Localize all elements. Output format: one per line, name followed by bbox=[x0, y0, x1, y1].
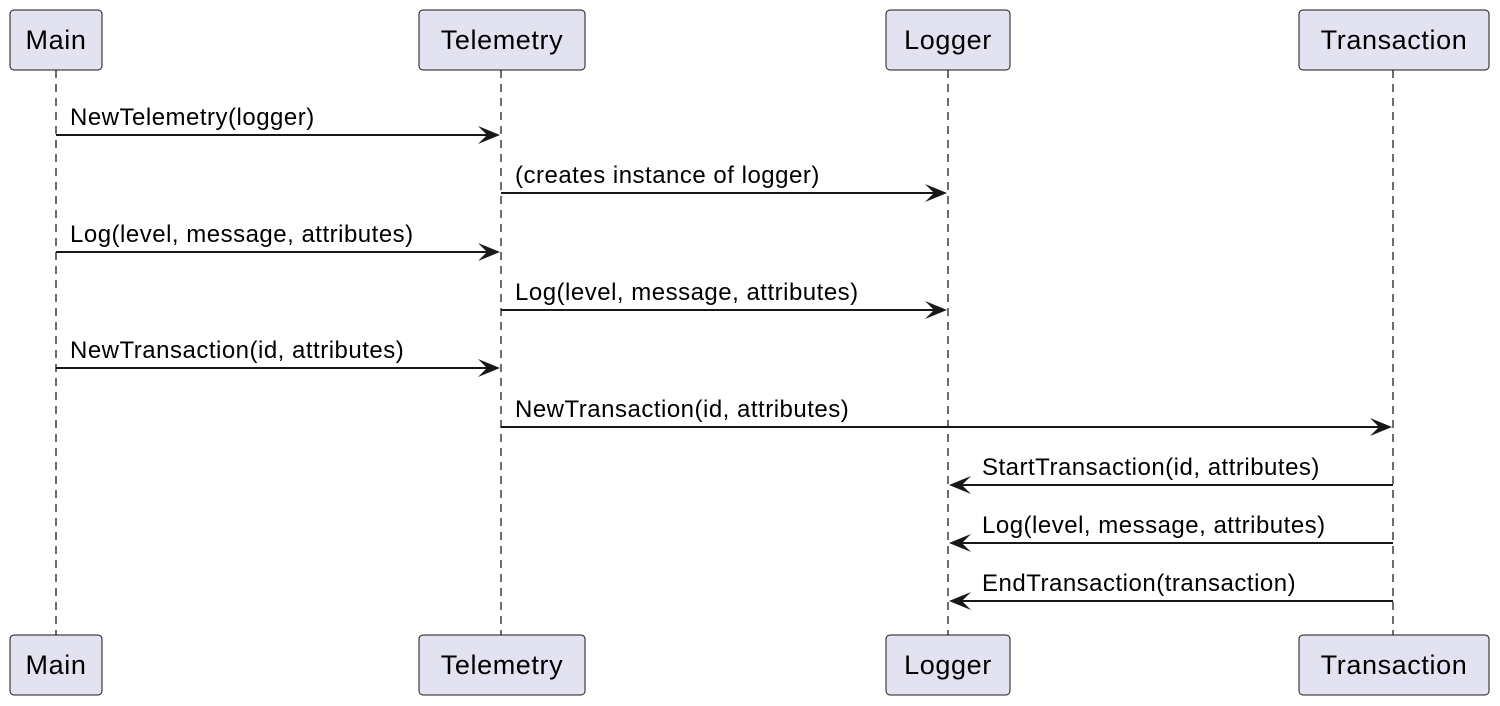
messages: NewTelemetry(logger) (creates instance of… bbox=[56, 104, 1393, 610]
participant-box bbox=[885, 9, 1011, 71]
participant-logger-bottom: Logger bbox=[885, 634, 1011, 696]
participant-main-top: Main bbox=[9, 9, 103, 71]
participant-box bbox=[418, 634, 586, 696]
participant-label: Transaction bbox=[1321, 25, 1468, 55]
message-label: (creates instance of logger) bbox=[515, 162, 820, 189]
arrowhead-icon bbox=[925, 301, 947, 319]
message-6: NewTransaction(id, attributes) bbox=[501, 396, 1392, 436]
message-label: Log(level, message, attributes) bbox=[515, 279, 859, 306]
message-2: (creates instance of logger) bbox=[501, 162, 947, 202]
participant-transaction-bottom: Transaction bbox=[1298, 634, 1490, 696]
participant-box bbox=[418, 9, 586, 71]
message-8: Log(level, message, attributes) bbox=[949, 512, 1393, 552]
message-label: Log(level, message, attributes) bbox=[70, 221, 414, 248]
arrowhead-icon bbox=[925, 184, 947, 202]
lifelines bbox=[55, 70, 1394, 635]
participant-box bbox=[9, 9, 103, 71]
message-9: EndTransaction(transaction) bbox=[949, 570, 1393, 610]
arrowhead-icon bbox=[949, 534, 971, 552]
participant-label: Transaction bbox=[1321, 650, 1468, 680]
message-label: Log(level, message, attributes) bbox=[982, 512, 1326, 539]
participant-label: Logger bbox=[904, 650, 992, 680]
message-label: NewTransaction(id, attributes) bbox=[70, 337, 404, 364]
participant-label: Telemetry bbox=[441, 25, 563, 55]
arrowhead-icon bbox=[478, 126, 500, 144]
participant-label: Logger bbox=[904, 25, 992, 55]
arrowhead-icon bbox=[478, 243, 500, 261]
message-5: NewTransaction(id, attributes) bbox=[56, 337, 500, 377]
arrowhead-icon bbox=[949, 592, 971, 610]
message-7: StartTransaction(id, attributes) bbox=[949, 454, 1393, 494]
participant-logger-top: Logger bbox=[885, 9, 1011, 71]
message-label: NewTransaction(id, attributes) bbox=[515, 396, 849, 423]
arrowhead-icon bbox=[478, 359, 500, 377]
participants-top: Main Telemetry Logger Transaction bbox=[9, 9, 1490, 71]
participant-box bbox=[1298, 634, 1490, 696]
participant-telemetry-top: Telemetry bbox=[418, 9, 586, 71]
participant-box bbox=[9, 634, 103, 696]
participant-main-bottom: Main bbox=[9, 634, 103, 696]
message-3: Log(level, message, attributes) bbox=[56, 221, 500, 261]
message-1: NewTelemetry(logger) bbox=[56, 104, 500, 144]
participant-box bbox=[885, 634, 1011, 696]
arrowhead-icon bbox=[1370, 418, 1392, 436]
participant-label: Telemetry bbox=[441, 650, 563, 680]
participant-label: Main bbox=[26, 25, 87, 55]
participant-telemetry-bottom: Telemetry bbox=[418, 634, 586, 696]
message-label: StartTransaction(id, attributes) bbox=[982, 454, 1320, 481]
participants-bottom: Main Telemetry Logger Transaction bbox=[9, 634, 1490, 696]
participant-transaction-top: Transaction bbox=[1298, 9, 1490, 71]
arrowhead-icon bbox=[949, 476, 971, 494]
message-label: NewTelemetry(logger) bbox=[70, 104, 315, 131]
participant-label: Main bbox=[26, 650, 87, 680]
message-4: Log(level, message, attributes) bbox=[501, 279, 947, 319]
participant-box bbox=[1298, 9, 1490, 71]
message-label: EndTransaction(transaction) bbox=[982, 570, 1296, 597]
